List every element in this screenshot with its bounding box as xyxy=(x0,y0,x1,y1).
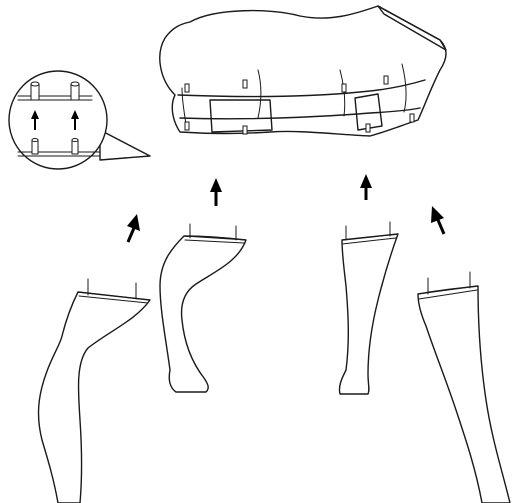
callout-circle xyxy=(9,71,107,169)
leg-outline xyxy=(39,292,150,503)
torso-frame xyxy=(160,6,446,136)
leg-outline xyxy=(418,286,510,503)
leg-outline xyxy=(339,234,398,394)
leg-rear-right xyxy=(418,272,510,503)
dowel-pin-icon xyxy=(243,126,247,134)
dowel-pin-icon xyxy=(243,80,247,88)
callout-pointer xyxy=(100,130,150,160)
dowel-pin-icon xyxy=(72,139,78,155)
dowel-pin-icon xyxy=(384,76,388,84)
dowel-pin-icon xyxy=(366,124,370,132)
leg-outline xyxy=(160,236,246,392)
dowel-pin-icon xyxy=(32,139,38,155)
dowel-pin-icon xyxy=(410,114,414,122)
dowel-pin-icon xyxy=(71,82,79,100)
arrow-up-icon xyxy=(127,214,140,242)
arrow-up-icon xyxy=(360,174,372,200)
dowel-pin-icon xyxy=(185,84,189,92)
magnifier-callout xyxy=(9,71,150,169)
dowel-pin-icon xyxy=(185,122,189,130)
arrow-up-icon xyxy=(431,206,444,234)
dowel-pin-icon xyxy=(342,84,346,92)
arrow-up-icon xyxy=(210,178,222,206)
dowel-pin-icon xyxy=(31,82,39,100)
leg-front-left xyxy=(39,279,150,503)
leg-front-right xyxy=(160,224,246,392)
leg-rear-left xyxy=(339,222,398,394)
